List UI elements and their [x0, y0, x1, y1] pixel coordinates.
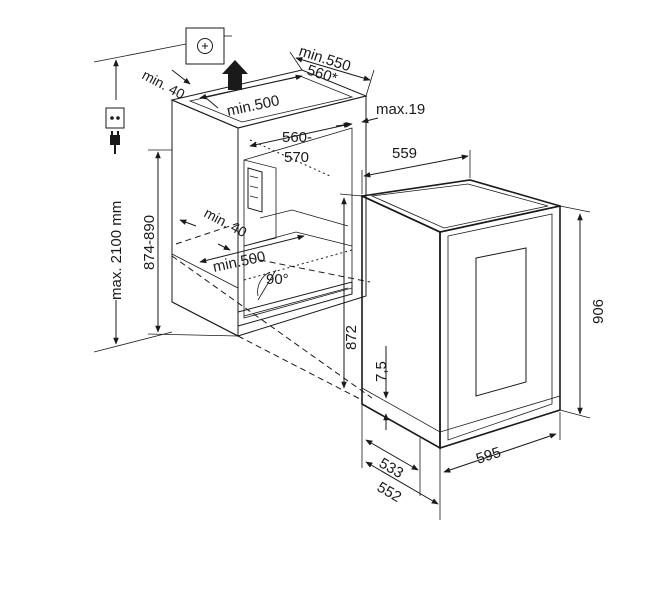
- niche-width-label-b: 570: [284, 149, 309, 166]
- angle-marker: 90°: [257, 269, 289, 301]
- bottom-depth-dimension: min.500: [199, 234, 305, 276]
- width-595-dimension: 595: [443, 412, 561, 473]
- cabinet-depth-dimension: min.550 560*: [289, 43, 375, 97]
- appliance-body: [359, 179, 561, 450]
- depth-533-label: 533: [376, 455, 406, 482]
- side-gap-dimension: max.19: [335, 101, 425, 128]
- width-559-label: 559: [392, 145, 417, 162]
- top-gap-label: min. 40: [140, 67, 188, 103]
- top-depth-label: min.500: [225, 92, 281, 120]
- height-872-dimension: 872: [339, 193, 363, 389]
- depth-dimensions: 533 552: [361, 404, 441, 520]
- depth-552-label: 552: [374, 479, 404, 506]
- width-595-label: 595: [474, 444, 503, 468]
- side-gap-label: max.19: [376, 101, 425, 118]
- height-906-dimension: 906: [559, 205, 607, 419]
- top-depth-dimension: min.500: [199, 74, 303, 120]
- top-gap-dimension: min. 40: [140, 67, 219, 109]
- floor-lines: [171, 255, 373, 401]
- niche-height-dimension: 874-890: [141, 149, 239, 337]
- niche-width-dimension: 560- 570: [249, 122, 351, 166]
- max-height-label: max. 2100 mm: [108, 201, 125, 300]
- max-height-dimension: max. 2100 mm: [93, 43, 187, 353]
- height-906-label: 906: [590, 299, 607, 324]
- vent-gap-label: min. 40: [202, 205, 250, 241]
- power-plug-icon: [110, 131, 120, 154]
- plinth-dimension: 7,5: [373, 346, 390, 430]
- airflow-arrow-icon: [222, 60, 248, 90]
- socket-icon: [105, 107, 125, 129]
- width-559-dimension: 559: [361, 145, 471, 194]
- niche-width-label-a: 560-: [282, 129, 312, 146]
- height-872-label: 872: [343, 325, 360, 350]
- wall-outlet-icon: [185, 27, 232, 65]
- angle-label: 90°: [266, 271, 289, 288]
- niche-height-label: 874-890: [141, 215, 158, 270]
- vent-gap-dimension: min. 40: [175, 205, 250, 251]
- plinth-label: 7,5: [373, 361, 390, 382]
- niche-cabinet: [170, 69, 368, 337]
